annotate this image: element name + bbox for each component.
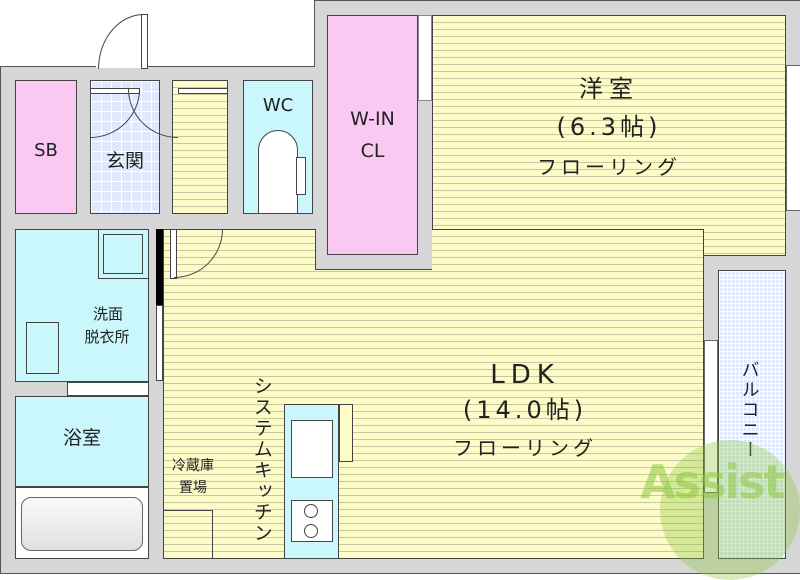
stove-burner-icon — [304, 504, 318, 518]
room-ldk-size: (14.0帖) — [462, 396, 588, 424]
vanity-icon — [26, 322, 59, 374]
balcony-label: バルコニー — [738, 360, 760, 460]
room-western-floor: フローリング — [537, 155, 681, 179]
toilet-bowl-icon — [258, 130, 298, 214]
room-western — [432, 15, 786, 256]
bathroom-threshold — [67, 382, 149, 396]
stove-burner-icon — [304, 524, 318, 538]
kitchen-cabinet — [339, 404, 353, 462]
kitchen-sink-icon — [291, 420, 333, 478]
corridor-door — [178, 88, 228, 94]
room-walk-in-closet-label-1: W-IN — [350, 108, 395, 130]
room-washroom-label-1: 洗面 — [92, 305, 123, 323]
washing-machine-icon — [103, 234, 143, 274]
room-bathroom — [15, 396, 149, 487]
room-western-size: (6.3帖) — [556, 113, 662, 141]
ldk-notch-inner — [327, 229, 418, 255]
room-toilet-label: WC — [262, 95, 294, 116]
fridge-space-label-1: 冷蔵庫 — [172, 458, 214, 474]
room-walk-in-closet-label-2: CL — [360, 140, 385, 162]
watermark-logo: Assist — [640, 455, 785, 509]
watermark-circle — [660, 440, 800, 580]
balcony — [718, 270, 786, 559]
corridor — [172, 80, 228, 214]
room-shoe-box — [15, 80, 77, 214]
room-bathroom-label: 浴室 — [62, 427, 101, 449]
washing-machine-space — [98, 229, 149, 279]
western-window — [786, 65, 800, 211]
fridge-space-label-2: 置場 — [179, 480, 207, 496]
washroom-sliding-door — [156, 305, 163, 381]
room-ldk — [163, 229, 704, 559]
room-entrance-label: 玄関 — [105, 150, 144, 172]
room-ldk-name: LDK — [490, 360, 560, 390]
room-washroom-label-2: 脱衣所 — [84, 328, 130, 346]
room-western-name: 洋室 — [579, 75, 639, 103]
system-kitchen-label: システムキッチン — [250, 376, 273, 544]
room-walk-in-closet — [327, 15, 418, 255]
toilet-tank-icon — [296, 157, 306, 195]
bathtub-icon — [21, 497, 143, 551]
washroom-wall-black — [156, 229, 163, 305]
room-ldk-floor: フローリング — [453, 436, 597, 460]
fridge-space-marker — [163, 510, 213, 559]
room-shoe-box-label: SB — [34, 140, 58, 161]
closet-opening — [418, 15, 432, 101]
ldk-window — [704, 340, 718, 493]
